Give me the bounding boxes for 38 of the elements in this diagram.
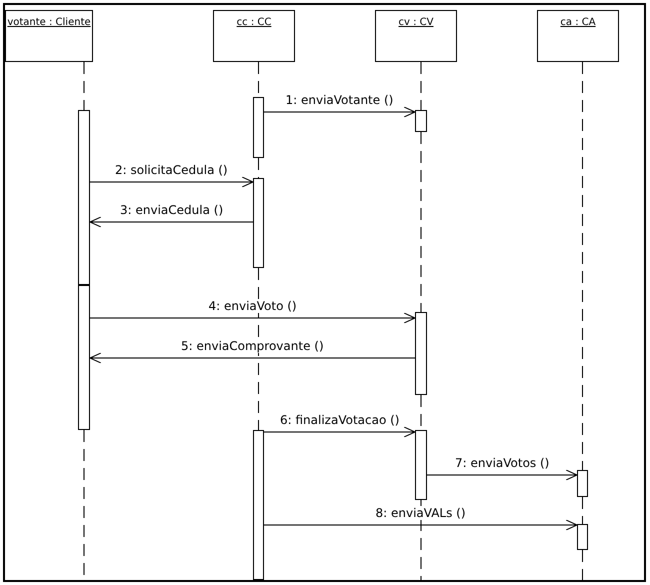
- lifeline: [420, 500, 422, 580]
- activation-bar: [253, 178, 264, 268]
- activation-bar: [577, 524, 588, 550]
- message-arrow: [90, 216, 254, 228]
- lifeline: [258, 268, 259, 430]
- lifeline: [582, 496, 583, 524]
- message-arrow: [90, 352, 416, 364]
- activation-bar: [78, 110, 90, 285]
- lifeline: [258, 158, 259, 178]
- message-label: 7: enviaVotos (): [454, 456, 550, 470]
- message-arrow: [264, 426, 416, 438]
- lifeline: [420, 62, 422, 110]
- activation-bar: [577, 470, 588, 497]
- message-label: 3: enviaCedula (): [119, 203, 224, 217]
- activation-bar: [78, 285, 90, 430]
- object-box: votante : Cliente: [5, 10, 93, 62]
- activation-bar: [253, 97, 264, 158]
- message-label: 4: enviaVoto (): [208, 299, 298, 313]
- activation-bar: [415, 430, 427, 500]
- object-box: cv : CV: [375, 10, 457, 62]
- activation-bar: [415, 110, 427, 132]
- message-arrow: [426, 470, 578, 480]
- activation-bar: [253, 430, 264, 580]
- lifeline: [582, 550, 583, 580]
- message-label: 1: enviaVotante (): [284, 93, 394, 107]
- message-arrow: [264, 520, 578, 530]
- message-arrow: [90, 312, 416, 324]
- message-label: 8: enviaVALs (): [374, 506, 467, 520]
- message-arrow: [264, 106, 416, 118]
- lifeline: [582, 62, 583, 470]
- message-label: 2: solicitaCedula (): [114, 163, 229, 177]
- message-arrow: [90, 176, 254, 188]
- object-box: cc : CC: [213, 10, 295, 62]
- message-label: 6: finalizaVotacao (): [279, 413, 400, 427]
- object-box: ca : CA: [537, 10, 619, 62]
- lifeline: [420, 132, 422, 312]
- message-label: 5: enviaComprovante (): [180, 339, 325, 353]
- activation-bar: [415, 312, 427, 395]
